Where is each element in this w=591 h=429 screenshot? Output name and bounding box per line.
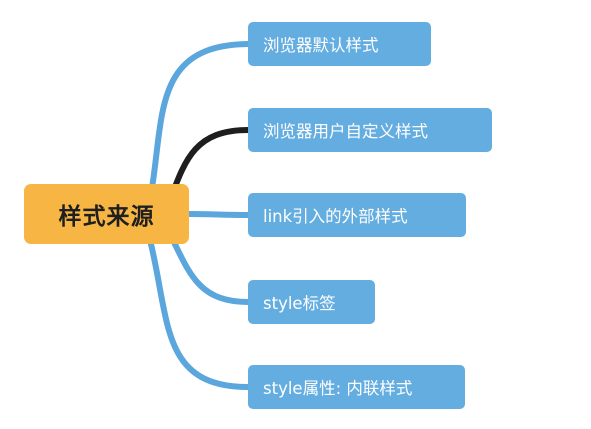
branch-topic-style-tag[interactable]: style标签 — [248, 280, 375, 324]
root-topic-label: 样式来源 — [58, 204, 155, 230]
branch-topic-user-styles[interactable]: 浏览器用户自定义样式 — [248, 108, 492, 152]
branch-topic-label: 浏览器默认样式 — [263, 36, 379, 55]
branch-topic-label: style属性: 内联样式 — [263, 379, 413, 398]
connector-line — [147, 41, 251, 203]
branch-topic-label: link引入的外部样式 — [263, 207, 408, 226]
connector-line — [147, 237, 251, 390]
branch-topic-inline-style[interactable]: style属性: 内联样式 — [248, 365, 465, 409]
branch-topic-label: 浏览器用户自定义样式 — [263, 122, 428, 141]
branch-topic-label: style标签 — [263, 294, 336, 313]
connector-line — [185, 211, 251, 218]
connector-line — [169, 235, 251, 305]
branch-topic-external-link-styles[interactable]: link引入的外部样式 — [248, 193, 466, 237]
root-topic[interactable]: 样式来源 — [24, 184, 189, 244]
branch-topic-default-styles[interactable]: 浏览器默认样式 — [248, 22, 431, 66]
